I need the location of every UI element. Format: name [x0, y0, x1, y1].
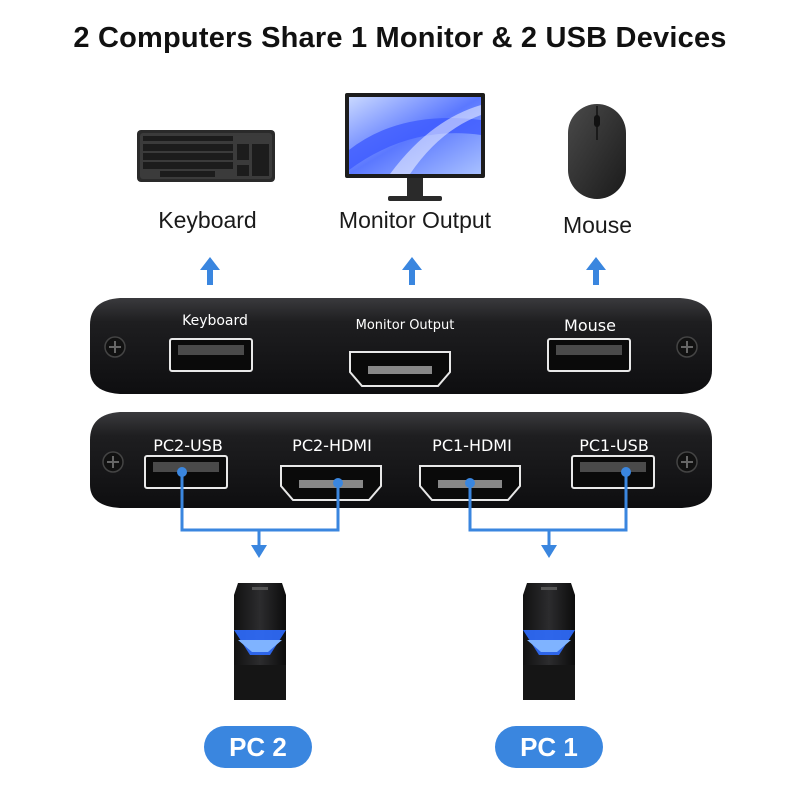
keyboard-label: Keyboard: [158, 207, 257, 233]
output-mouse-port-label: Mouse: [564, 316, 616, 335]
output-panel: [90, 298, 712, 394]
pc2-tower-icon: [234, 583, 286, 700]
monitor-icon: [345, 93, 485, 201]
connection-lines: [180, 472, 628, 545]
pc1-usb-port-label: PC1-USB: [579, 436, 649, 455]
pc2-usb-port-label: PC2-USB: [153, 436, 223, 455]
pc2-hdmi-port-label: PC2-HDMI: [292, 436, 372, 455]
mouse-icon: [568, 104, 626, 199]
monitor-label: Monitor Output: [338, 207, 492, 233]
upload-arrow-icons: [200, 257, 606, 285]
output-keyboard-port-label: Keyboard: [182, 313, 248, 329]
connection-dots: [177, 467, 631, 558]
pc1-hdmi-port-label: PC1-HDMI: [432, 436, 512, 455]
pc1-tower-icon: [523, 583, 575, 700]
pc2-badge: PC 2: [204, 726, 312, 768]
diagram-title: 2 Computers Share 1 Monitor & 2 USB Devi…: [73, 22, 727, 54]
keyboard-icon: [137, 130, 275, 182]
mouse-label: Mouse: [562, 212, 633, 238]
output-monitor-port-label: Monitor Output: [355, 318, 455, 333]
pc1-badge: PC 1: [495, 726, 603, 768]
